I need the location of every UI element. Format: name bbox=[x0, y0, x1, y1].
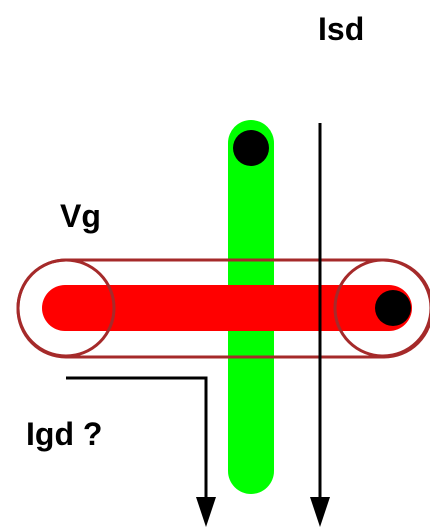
igd-label: Igd ? bbox=[26, 416, 102, 452]
red-gate-strip bbox=[42, 285, 412, 331]
vg-label: Vg bbox=[60, 198, 101, 234]
isd-arrowhead bbox=[310, 497, 330, 527]
igd-arrow-line bbox=[66, 376, 208, 500]
gate-contact-dot bbox=[375, 290, 411, 326]
top-contact-dot bbox=[233, 130, 269, 166]
gate-left-end-circle bbox=[16, 258, 116, 358]
isd-label: Isd bbox=[318, 11, 364, 47]
gate-right-end-circle bbox=[333, 258, 430, 358]
igd-arrowhead bbox=[196, 497, 216, 527]
